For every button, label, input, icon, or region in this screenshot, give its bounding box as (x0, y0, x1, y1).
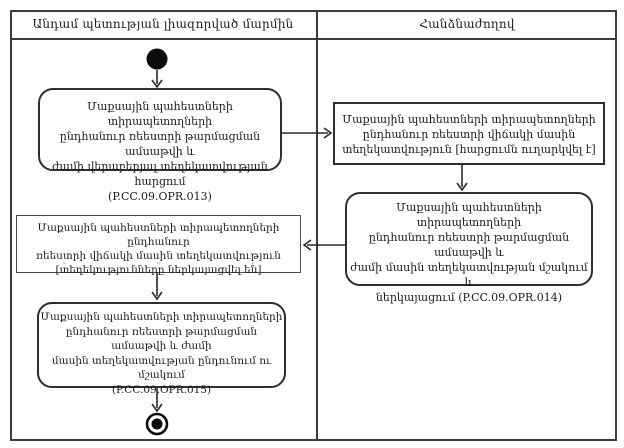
activity-node-opr015: Մաքսային պահեստների տիրապետողների ընդհան… (37, 302, 286, 396)
node-text-line: Մաքսային պահեստների տիրապետողների (40, 311, 283, 323)
node-text-line: Մաքսային պահեստների տիրապետողների (87, 100, 233, 128)
node-text-line: (P.CC.09.OPR.013) (108, 190, 212, 203)
object-node-request-sent: Մաքսային պահեստների տիրապետողների ընդհան… (333, 102, 605, 165)
node-text-line: (P.CC.09.OPR.015) (111, 383, 212, 396)
node-text-line: Մաքսային պահեստների տիրապետողների (342, 113, 596, 126)
dash-mark: - (251, 258, 255, 269)
node-text-line: ժամի մասին տեղեկատվության մշակում և (350, 261, 588, 289)
node-text-line: մասին տեղեկատվության ընդունում ու մշակու… (51, 354, 272, 382)
node-text-line: ընդհանուր ռեեստրի վիճակի մասին (362, 128, 576, 141)
lane-header-separator (10, 38, 617, 40)
dash-mark: - (62, 258, 66, 269)
lane-title: Հանձնաժողով (419, 17, 515, 31)
node-text-line: ներկայացում (P.CC.09.OPR.014) (375, 291, 563, 304)
node-text-line: ժամի վերաբերյալ տեղեկատվության հարցում (52, 160, 268, 188)
node-text-line: ընդհանուր ռեեստրի թարմացման ամսաթվի և ժա… (65, 325, 258, 353)
dash-mark: - (156, 258, 161, 269)
swimlane-divider (316, 10, 318, 441)
object-node-info-submitted: Մաքսային պահեստների տիրապետողների ընդհան… (16, 215, 301, 276)
node-text-line: ընդհանուր ռեեստրի թարմացման ամսաթվի և (59, 130, 261, 158)
node-text-line: Մաքսային պահեստների տիրապետողների (396, 201, 542, 229)
lane-title: Անդամ պետության լիազորված մարմին (32, 17, 294, 31)
node-text-line: ընդհանուր ռեեստրի թարմացման ամսաթվի և (368, 231, 570, 259)
node-text-line: տեղեկատվություն [հարցումն ուղարկվել է] (342, 143, 596, 156)
scan-artifact-dashes: - - - (17, 259, 300, 269)
activity-node-opr013: Մաքսային պահեստների տիրապետողների ընդհան… (38, 88, 282, 203)
lane-header-right: Հանձնաժողով (320, 10, 614, 38)
activity-node-opr014: Մաքսային պահեստների տիրապետողների ընդհան… (345, 192, 593, 304)
node-text-line: ռեեստրի վիճակի մասին տեղեկատվություն (36, 250, 281, 262)
node-text-line: [տեղեկությունները ներկայացվել են] (55, 264, 262, 276)
lane-header-left: Անդամ պետության լիազորված մարմին (12, 10, 314, 38)
node-text-line: Մաքսային պահեստների տիրապետողների ընդհան… (37, 222, 280, 248)
